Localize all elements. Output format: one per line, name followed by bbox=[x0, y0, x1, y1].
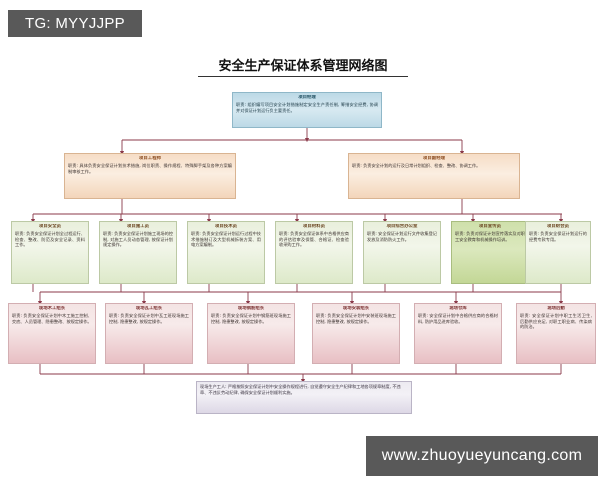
node-duty-text: 职责: 负责安全保证计划运行过程中技术措施制订及大型机械拆装方案、用电方案编制。 bbox=[191, 231, 261, 248]
node-duty-text: 职责: 安全保证计划中职工生活卫生, 后勤供应充足, 对职工职业病、传染病的防治… bbox=[520, 313, 592, 330]
node-duty-text: 现场生产工人: 严格按照安全保证计划中安全操作规程进行, 自觉遵守安全生产纪律和… bbox=[200, 384, 401, 395]
node-duty-text: 职责: 负责安全保证体系中合格供应商的评估验审及保管、合格证、检查验收采购工作。 bbox=[279, 231, 349, 248]
page-title: 安全生产保证体系管理网络图 bbox=[198, 55, 408, 77]
node-site-warehouse[interactable]: 现场仓库 职责: 安全保证计划中合格供应商的合格材料, 防护用品进库验收。 bbox=[414, 303, 502, 364]
node-role-label: 现场安装组长 bbox=[342, 306, 370, 311]
node-duty-text: 职责: 负责安全保证计划中木工施工控制、交底、人员管理、隐患整改、按规定操作。 bbox=[12, 313, 92, 324]
node-role-label: 项目工程师 bbox=[139, 156, 161, 161]
node-duty-text: 职责: 负责安全计划的运行及日常计划组织、检查、整改、协调工作。 bbox=[352, 163, 481, 168]
node-project-safety-officer[interactable]: 项目安全员 职责: 负责安全保证计划全过程运行、检查、整改、防范及安全记录、资料… bbox=[11, 221, 89, 284]
node-role-label: 项目安全员 bbox=[39, 224, 61, 229]
node-role-label: 项目综合办公室 bbox=[386, 224, 418, 229]
node-project-publicity-officer[interactable]: 项目宣传员 职责: 负责对保证计划宣传落实及对职工安全教育和机械操作培训。 bbox=[451, 221, 529, 284]
node-project-accountant[interactable]: 项目财会员 职责: 负责安全保证计划运行的经费专款专用。 bbox=[525, 221, 591, 284]
node-project-construction-officer[interactable]: 项目施工员 职责: 负责安全保证计划施工现场的控制, 对施工人员动态管理, 按保… bbox=[99, 221, 177, 284]
node-project-engineer[interactable]: 项目工程师 职责: 具体负责安全保证计划技术措施, 岗位职责、操作规程、特殊脚手… bbox=[64, 153, 236, 199]
node-duty-text: 职责: 负责安全保证计划运行的经费专款专用。 bbox=[529, 231, 587, 242]
node-role-label: 项目经理 bbox=[298, 95, 316, 100]
node-role-label: 现场钢筋组长 bbox=[237, 306, 265, 311]
node-project-manager[interactable]: 项目经理 职责: 组织编写项目安全计划措施制定安全生产责任制, 筹措安全经费, … bbox=[232, 92, 382, 128]
node-project-general-office[interactable]: 项目综合办公室 职责: 安全保证计划运行文件收集登记发放及消防防火工作。 bbox=[363, 221, 441, 284]
node-duty-text: 职责: 负责安全保证计划中瓦工班现场施工控制, 隐患整改, 按规定操作。 bbox=[109, 313, 189, 324]
watermark-bottom-right: www.zhuoyueyuncang.com bbox=[366, 436, 598, 476]
node-role-label: 项目副经理 bbox=[423, 156, 445, 161]
node-site-masonry-leader[interactable]: 现场瓦工组长 职责: 负责安全保证计划中瓦工班现场施工控制, 隐患整改, 按规定… bbox=[105, 303, 193, 364]
node-duty-text: 职责: 负责安全保证计划中安装班现场施工控制, 隐患整改, 按规定操作。 bbox=[316, 313, 396, 324]
node-site-rebar-leader[interactable]: 现场钢筋组长 职责: 负责安全保证计划中钢筋班现场施工控制, 隐患整改, 按规定… bbox=[207, 303, 295, 364]
node-site-production-workers[interactable]: 现场生产工人: 严格按照安全保证计划中安全操作规程进行, 自觉遵守安全生产纪律和… bbox=[196, 381, 412, 414]
node-duty-text: 职责: 具体负责安全保证计划技术措施, 岗位职责、操作规程、特殊脚手架及各种方案… bbox=[68, 163, 232, 174]
node-role-label: 项目施工员 bbox=[127, 224, 149, 229]
node-role-label: 现场后勤 bbox=[547, 306, 565, 311]
node-role-label: 项目材料员 bbox=[303, 224, 325, 229]
node-duty-text: 职责: 负责对保证计划宣传落实及对职工安全教育和机械操作培训。 bbox=[455, 231, 525, 242]
node-duty-text: 职责: 负责安全保证计划施工现场的控制, 对施工人员动态管理, 按保证计划规定操… bbox=[103, 231, 173, 248]
node-duty-text: 职责: 负责安全保证计划中钢筋班现场施工控制, 隐患整改, 按规定操作。 bbox=[211, 313, 291, 324]
node-duty-text: 职责: 组织编写项目安全计划措施制定安全生产责任制, 筹措安全经费, 协调并对保… bbox=[236, 102, 378, 113]
watermark-top-left: TG: MYYJJPP bbox=[8, 10, 142, 37]
node-role-label: 现场仓库 bbox=[449, 306, 467, 311]
node-role-label: 项目技术员 bbox=[215, 224, 237, 229]
node-site-logistics[interactable]: 现场后勤 职责: 安全保证计划中职工生活卫生, 后勤供应充足, 对职工职业病、传… bbox=[516, 303, 596, 364]
node-site-carpentry-leader[interactable]: 现场木工组长 职责: 负责安全保证计划中木工施工控制、交底、人员管理、隐患整改、… bbox=[8, 303, 96, 364]
node-site-installation-leader[interactable]: 现场安装组长 职责: 负责安全保证计划中安装班现场施工控制, 隐患整改, 按规定… bbox=[312, 303, 400, 364]
node-role-label: 现场木工组长 bbox=[38, 306, 66, 311]
node-role-label: 项目财会员 bbox=[547, 224, 569, 229]
node-duty-text: 职责: 负责安全保证计划全过程运行、检查、整改、防范及安全记录、资料工作。 bbox=[15, 231, 85, 248]
node-duty-text: 职责: 安全保证计划中合格供应商的合格材料, 防护用品进库验收。 bbox=[418, 313, 498, 324]
node-project-technician[interactable]: 项目技术员 职责: 负责安全保证计划运行过程中技术措施制订及大型机械拆装方案、用… bbox=[187, 221, 265, 284]
node-role-label: 项目宣传员 bbox=[479, 224, 501, 229]
node-project-materials-officer[interactable]: 项目材料员 职责: 负责安全保证体系中合格供应商的评估验审及保管、合格证、检查验… bbox=[275, 221, 353, 284]
node-role-label: 现场瓦工组长 bbox=[135, 306, 163, 311]
node-project-deputy-manager[interactable]: 项目副经理 职责: 负责安全计划的运行及日常计划组织、检查、整改、协调工作。 bbox=[348, 153, 520, 199]
node-duty-text: 职责: 安全保证计划运行文件收集登记发放及消防防火工作。 bbox=[367, 231, 437, 242]
